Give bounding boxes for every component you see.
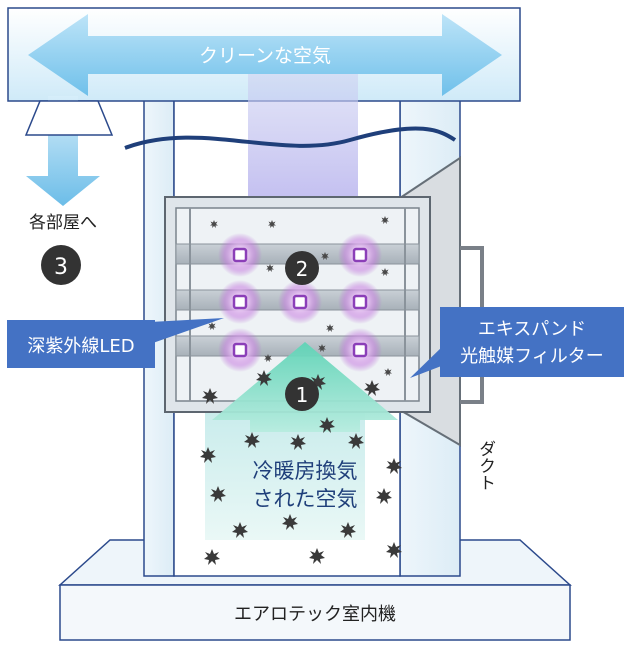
led-glow-icon — [338, 328, 382, 372]
clean-air-beam — [248, 60, 358, 200]
step-badge-1: 1 — [285, 377, 319, 411]
to-rooms-label: 各部屋へ — [29, 213, 97, 233]
outlet-flange — [24, 100, 114, 136]
clean-air-double-arrow — [28, 14, 502, 96]
clean-air-label: クリーンな空気 — [199, 45, 331, 67]
filter-callout-box — [440, 307, 624, 377]
led-glow-icon — [338, 280, 382, 324]
conditioned-air-label-line1: 冷暖房換気 — [253, 459, 358, 483]
led-callout-box — [7, 320, 155, 368]
led-callout-label: 深紫外線LED — [27, 336, 134, 357]
step-badge-2: 2 — [285, 251, 319, 285]
step-number: 3 — [54, 255, 68, 280]
step-number: 1 — [296, 383, 309, 407]
filter-callout-label-line1: エキスパンド — [478, 319, 586, 340]
filter-callout-label-line2: 光触媒フィルター — [460, 346, 604, 367]
led-glow-icon — [218, 328, 262, 372]
led-glow-icon — [338, 233, 382, 277]
led-glow-icon — [218, 280, 262, 324]
filter-callout-pointer — [410, 345, 444, 378]
led-glow-icon — [278, 280, 322, 324]
unit-base — [59, 584, 571, 641]
step-number: 2 — [296, 257, 309, 281]
cutaway-wave — [124, 126, 457, 150]
step-badge-3: 3 — [41, 245, 81, 285]
duct-label: ダクト — [475, 440, 495, 491]
to-rooms-arrow — [26, 96, 100, 206]
led-glow-icon — [218, 233, 262, 277]
conditioned-air-label-line2: された空気 — [253, 487, 358, 511]
led-callout-pointer — [150, 318, 224, 344]
indoor-unit-label: エアロテック室内機 — [234, 604, 396, 625]
